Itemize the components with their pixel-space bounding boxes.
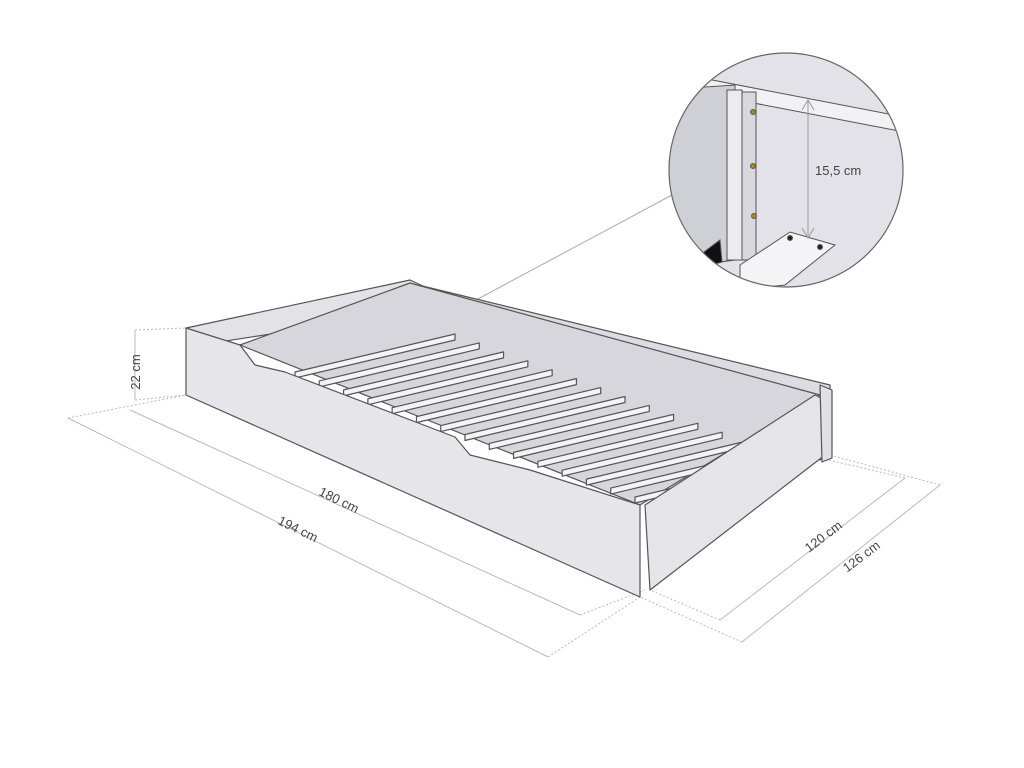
outer-width-label: 126 cm [840,538,883,576]
bed-drawer [185,279,833,598]
inner-width-line [719,477,906,621]
outer-length-line [67,417,549,658]
inner-length-line [129,409,581,616]
slat [561,431,723,477]
detail-inset: 15,5 cm [668,52,904,288]
corner-post [819,384,833,463]
slat [537,422,699,468]
detail-height-label: 15,5 cm [815,163,861,178]
slat [367,360,529,406]
slat [415,378,578,424]
height-label: 22 cm [128,354,143,389]
outer-length-label: 194 cm [276,513,321,545]
inset-border [668,52,904,288]
slat [440,386,602,433]
slat [391,369,553,415]
slats [294,333,796,504]
slat [512,413,675,459]
inner-length-label: 180 cm [317,484,362,516]
slat [488,404,650,451]
front-panel [185,327,641,598]
outer-width-line [741,484,941,643]
inner-width-label: 120 cm [802,518,845,556]
slat [464,395,626,442]
